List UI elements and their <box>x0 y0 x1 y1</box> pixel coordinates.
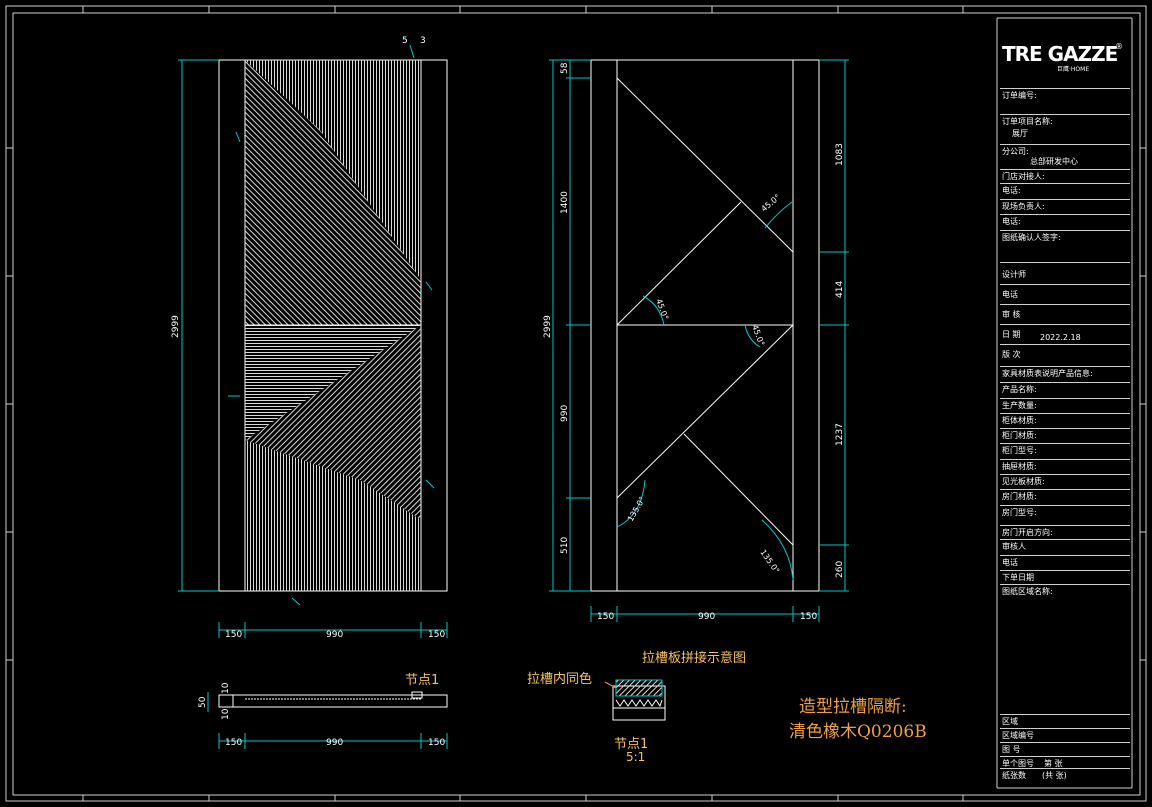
tb-door-material: 柜门材质: <box>1000 428 1130 444</box>
tb-single-no: 单个图号 第 张 <box>1000 756 1130 769</box>
tb-reviewer: 审核人 <box>1000 539 1130 556</box>
tb-drawing-confirm: 图纸确认人签字: <box>1000 230 1130 263</box>
section-t1: 10 <box>221 682 231 694</box>
tb-order-date: 下单日期 <box>1000 570 1130 585</box>
tb-date: 日 期 2022.2.18 <box>1000 324 1130 345</box>
tb-site-manager: 现场负责人: <box>1000 199 1130 214</box>
logo-registered: ® <box>1115 42 1123 51</box>
tb-phone2: 电话: <box>1000 214 1130 229</box>
tb-furniture-info: 家具材质表说明产品信息: <box>1000 366 1130 383</box>
tb-door-direction: 房门开启方向: <box>1000 525 1130 540</box>
tb-room-door-material: 房门材质: <box>1000 489 1130 505</box>
tb-branch: 分公司: 总部研发中心 <box>1000 144 1130 170</box>
logo-subtext: 巨鹰·HOME <box>1057 66 1090 73</box>
right-seg-1400: 1400 <box>560 191 570 214</box>
groove-label-b: 3 <box>420 36 426 46</box>
left-elevation <box>218 59 448 592</box>
tb-room-door-model: 房门型号: <box>1000 505 1130 526</box>
left-width-right: 150 <box>428 630 445 640</box>
right-w-left: 150 <box>597 612 614 622</box>
angle-label-5: 135.0° <box>758 548 781 575</box>
right-seg-510: 510 <box>560 537 570 554</box>
tb-area: 区域 <box>1000 714 1130 729</box>
tb-quantity: 生产数量: <box>1000 398 1130 414</box>
tb-phone3: 电话 <box>1000 284 1130 305</box>
left-height-label: 2999 <box>171 315 181 338</box>
right-elevation <box>590 59 820 592</box>
tb-sealing-material: 见光板材质: <box>1000 474 1130 490</box>
right-elevation-dim-labels: 2999 58 1400 990 510 1083 414 1237 260 1… <box>543 62 845 622</box>
right-r-260: 260 <box>835 561 845 578</box>
tb-designer: 设计师 <box>1000 262 1130 285</box>
logo-text: TRE GAZZE <box>1002 42 1118 66</box>
tb-phone4: 电话 <box>1000 555 1130 571</box>
tb-door-model: 柜门型号: <box>1000 443 1130 459</box>
tb-area-no: 区域编号 <box>1000 728 1130 743</box>
section-right: 150 <box>428 738 445 748</box>
node1-label: 节点1 <box>405 673 440 688</box>
tb-project: 订单项目名称: 展厅 <box>1000 114 1130 145</box>
tb-store-contact: 门店对接人: <box>1000 169 1130 184</box>
tb-cabinet-material: 柜体材质: <box>1000 413 1130 429</box>
splice-title: 拉槽板拼接示意图 <box>642 651 747 666</box>
left-width-left: 150 <box>225 630 242 640</box>
section-left: 150 <box>225 738 242 748</box>
tb-sheet-count: 纸张数 (共 张) <box>1000 768 1130 781</box>
divider-title: 造型拉槽隔断: <box>799 697 907 717</box>
tb-order-no: 订单编号: <box>1000 88 1130 115</box>
right-r-414: 414 <box>835 281 845 298</box>
angle-label-1: 45.0° <box>760 193 782 214</box>
right-height-label: 2999 <box>543 315 553 338</box>
right-w-mid: 990 <box>698 612 715 622</box>
right-elevation-dims <box>549 59 849 622</box>
right-r-1083: 1083 <box>835 143 845 166</box>
tb-version: 版 次 <box>1000 344 1130 367</box>
tb-product-name: 产品名称: <box>1000 382 1130 399</box>
right-elevation-angle-labels: 45.0° 45.0° 45.0° 135.0° 135.0° <box>626 193 782 576</box>
angle-label-3: 45.0° <box>750 324 766 348</box>
tb-drawing-remark: 图纸区域名称: <box>1000 584 1130 715</box>
groove-markers <box>228 44 435 606</box>
brand-logo: TRE GAZZE ® 巨鹰·HOME <box>1002 42 1126 76</box>
right-elevation-angle-arcs <box>616 201 794 581</box>
frame-ticks <box>6 6 1146 801</box>
section-t2: 10 <box>221 708 231 720</box>
section-dims <box>207 692 448 749</box>
tb-review: 审 核 <box>1000 304 1130 325</box>
left-elevation-dims <box>178 59 448 638</box>
right-r-1237: 1237 <box>835 423 845 446</box>
tb-phone1: 电话: <box>1000 183 1130 198</box>
node1-scale: 5:1 <box>626 750 646 764</box>
section-depth: 50 <box>198 696 208 708</box>
node1-scale-name: 节点1 <box>614 737 649 752</box>
divider-material: 清色橡木Q0206B <box>789 722 927 742</box>
right-seg-top: 58 <box>560 62 570 74</box>
angle-label-4: 135.0° <box>626 495 647 523</box>
left-elevation-dim-labels: 2999 150 990 150 5 3 <box>171 36 445 640</box>
tb-drawer-material: 抽屉材质: <box>1000 459 1130 475</box>
section-mid: 990 <box>326 738 343 748</box>
right-seg-990: 990 <box>560 405 570 422</box>
angle-label-2: 45.0° <box>654 298 670 322</box>
right-w-right: 150 <box>800 612 817 622</box>
section-dim-labels: 150 990 150 10 10 50 <box>198 682 445 748</box>
groove-label-a: 5 <box>402 36 408 46</box>
tb-drawing-no: 图 号 <box>1000 742 1130 757</box>
left-width-mid: 990 <box>326 630 343 640</box>
groove-color-note: 拉槽内同色 <box>527 672 593 687</box>
node1-detail <box>604 679 666 721</box>
section-view <box>218 691 448 708</box>
